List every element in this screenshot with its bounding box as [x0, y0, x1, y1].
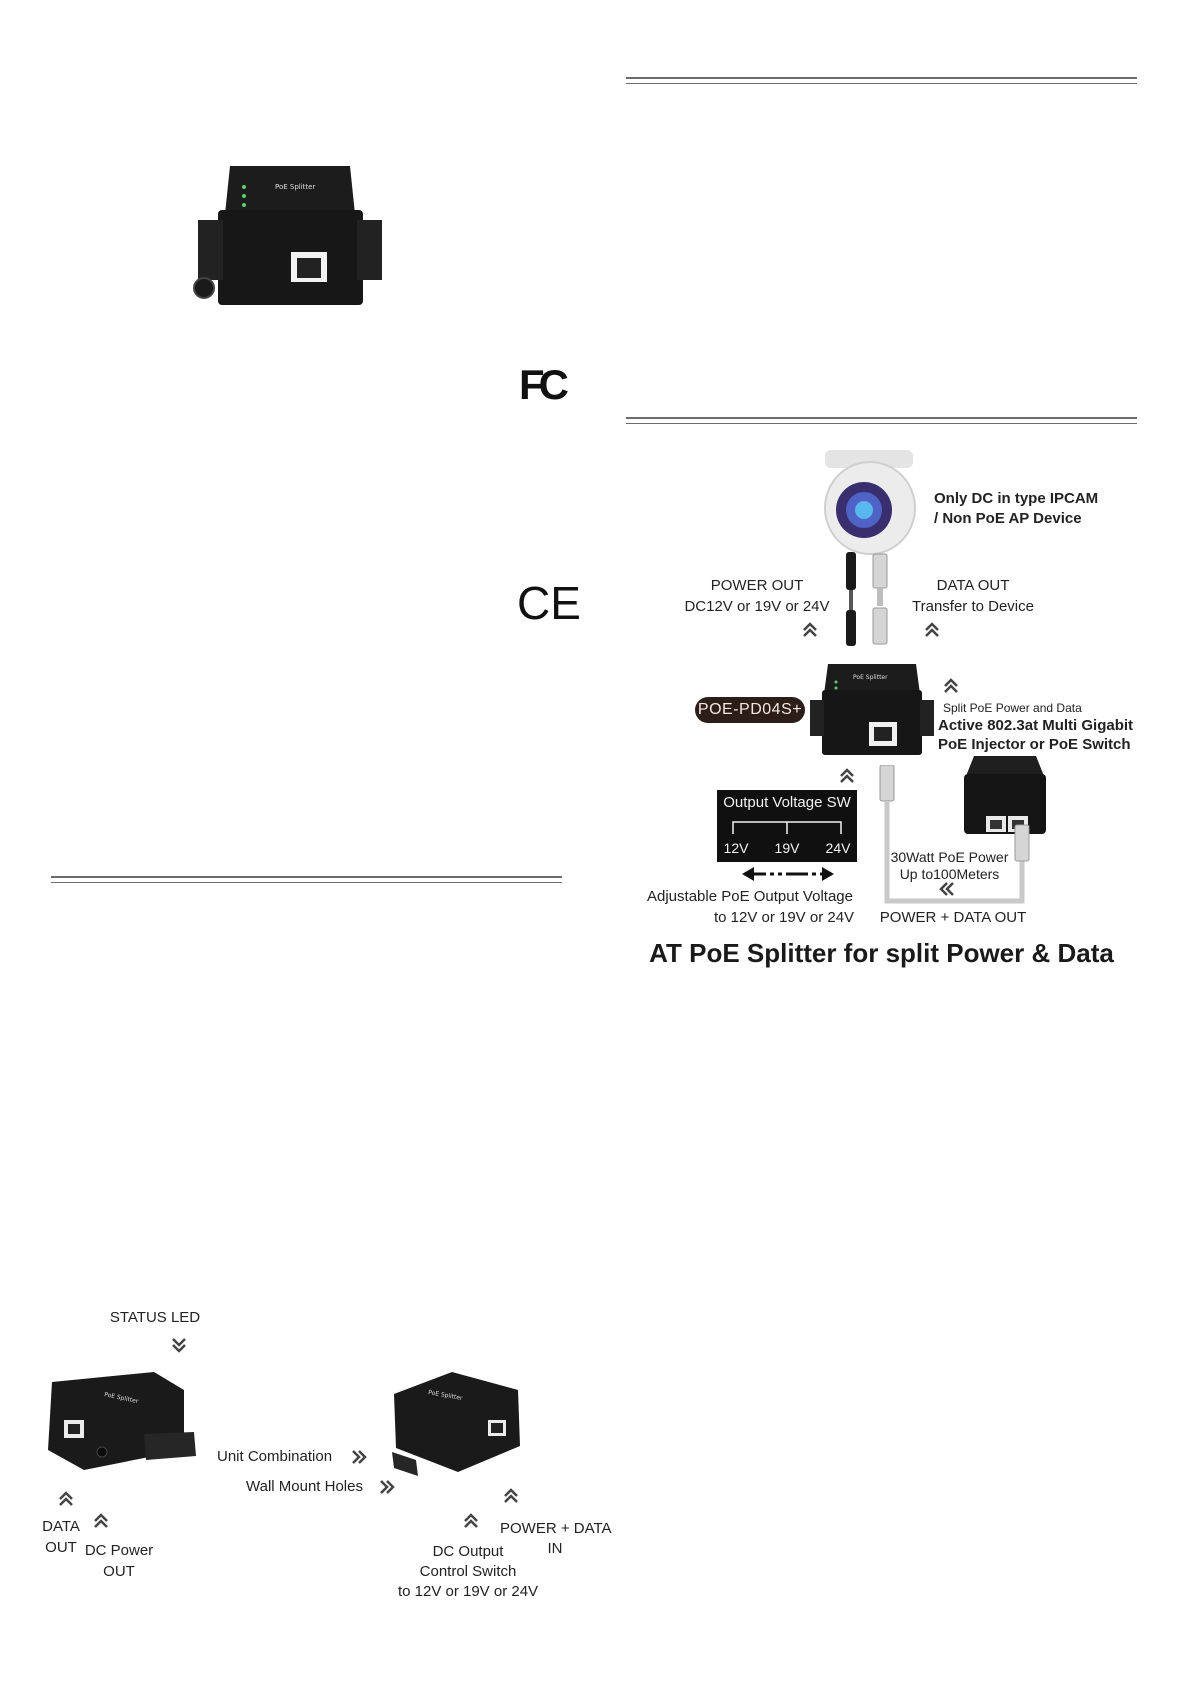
unit-combination-label: Unit Combination	[217, 1448, 333, 1465]
product-photo-label: PoE Splitter	[275, 183, 315, 191]
chevron-up-icon	[504, 1488, 518, 1503]
chevron-down-icon	[172, 1338, 186, 1353]
section-rule-left	[51, 876, 562, 883]
switch-option-12v: 12V	[723, 840, 749, 856]
fcc-logo-text: FC	[519, 361, 569, 408]
dc-power-label-line1: DC Power	[84, 1542, 154, 1559]
chevron-right-icon	[380, 1480, 395, 1494]
chevron-up-icon	[944, 678, 958, 693]
injector-line2: PoE Injector or PoE Switch	[938, 736, 1131, 753]
camera-cables	[846, 552, 888, 646]
switch-title: Output Voltage SW	[723, 794, 851, 811]
diagram-caption: AT PoE Splitter for split Power & Data	[649, 938, 1114, 968]
section-rule-top-right	[626, 77, 1137, 84]
status-led-label: STATUS LED	[109, 1309, 201, 1326]
data-out-label-line2: OUT	[45, 1539, 77, 1556]
data-out-label-line1: DATA	[42, 1518, 80, 1535]
power-data-in-line2: IN	[547, 1540, 563, 1557]
power-out-line1: POWER OUT	[710, 577, 804, 594]
camera-label-line1: Only DC in type IPCAM	[934, 490, 1099, 507]
chevron-up-icon	[464, 1513, 478, 1528]
power-data-in-line1: POWER + DATA	[500, 1520, 612, 1537]
output-voltage-switch: Output Voltage SW 12V 19V 24V	[717, 790, 857, 862]
dc-output-label-line3: to 12V or 19V or 24V	[397, 1583, 539, 1600]
data-out-line2: Transfer to Device	[912, 598, 1034, 615]
poe-power-line1: 30Watt PoE Power	[890, 849, 1009, 865]
adjust-voltage-line2: to 12V or 19V or 24V	[713, 909, 855, 926]
chevron-up-icon	[803, 622, 817, 637]
adjust-voltage-line1: Adjustable PoE Output Voltage	[647, 888, 853, 905]
switch-option-24v: 24V	[825, 840, 851, 856]
splitter-front-image: PoE Splitter	[48, 1372, 196, 1470]
poe-power-line2: Up to100Meters	[899, 866, 1000, 882]
device-top-label: PoE Splitter	[853, 674, 888, 681]
double-arrow-icon	[742, 867, 834, 881]
splitter-back-image: PoE Splitter	[392, 1372, 520, 1476]
wall-mount-label: Wall Mount Holes	[246, 1478, 363, 1495]
data-out-line1: DATA OUT	[936, 577, 1010, 594]
fcc-logo: FC	[519, 360, 579, 410]
ce-logo: CE	[517, 577, 587, 629]
chevron-up-icon	[94, 1513, 108, 1528]
dc-output-label-line2: Control Switch	[419, 1563, 517, 1580]
power-out-line2: DC12V or 19V or 24V	[684, 598, 830, 615]
dc-output-label-line1: DC Output	[432, 1543, 504, 1560]
section-rule-mid-right	[626, 417, 1137, 424]
dc-power-label-line2: OUT	[103, 1563, 135, 1580]
chevron-right-icon	[352, 1450, 367, 1464]
poe-cable	[879, 765, 1030, 904]
power-data-out: POWER + DATA OUT	[879, 909, 1027, 926]
ip-camera-image	[824, 450, 916, 555]
switch-bracket	[732, 821, 842, 834]
switch-option-19v: 19V	[774, 840, 800, 856]
ce-logo-text: CE	[517, 577, 581, 629]
split-note: Split PoE Power and Data	[943, 701, 1082, 715]
camera-label-line2: / Non PoE AP Device	[934, 510, 1082, 527]
chevron-up-icon	[925, 622, 939, 637]
chevron-left-icon	[939, 882, 954, 896]
injector-line1: Active 802.3at Multi Gigabit	[938, 717, 1134, 734]
model-badge: POE-PD04S+	[695, 697, 805, 723]
chevron-up-icon	[59, 1491, 73, 1506]
model-badge-text: POE-PD04S+	[697, 701, 803, 718]
splitter-device-image: PoE Splitter	[810, 664, 934, 755]
chevron-up-icon	[840, 768, 854, 783]
product-photo: PoE Splitter	[193, 166, 382, 305]
